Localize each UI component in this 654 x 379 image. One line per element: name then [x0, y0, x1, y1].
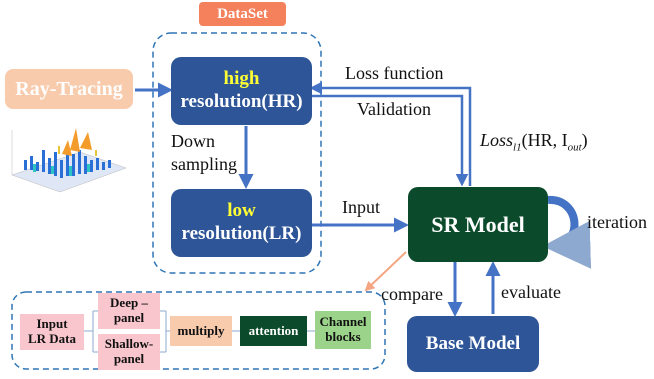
shallow-panel-box: Shallow- panel	[98, 334, 160, 370]
high-resolution-box: high resolution(HR)	[171, 57, 312, 125]
input-label: Input	[342, 197, 380, 217]
low-resolution-label: resolution(LR)	[181, 223, 302, 244]
ray-tracing-box: Ray-Tracing	[5, 69, 133, 109]
dataset-container	[152, 32, 322, 274]
arrow-loss-function	[309, 81, 472, 186]
arrow-sr-to-pipeline	[364, 251, 407, 292]
compare-label: compare	[381, 284, 443, 304]
evaluate-label: evaluate	[501, 282, 561, 302]
surface-plot-image	[5, 118, 133, 198]
pipeline-container	[11, 291, 386, 370]
loss-function-label: Loss function	[345, 63, 444, 83]
dataset-title: DataSet	[199, 2, 286, 26]
input-lr-data-box: Input LR Data	[20, 314, 84, 350]
sr-model-label: SR Model	[431, 211, 525, 237]
loss-formula-label: Lossl1(HR, Iout)	[480, 130, 588, 154]
sr-model-box: SR Model	[408, 187, 548, 262]
multiply-box: multiply	[170, 316, 232, 346]
base-model-box: Base Model	[407, 316, 539, 372]
low-resolution-box: low resolution(LR)	[171, 189, 312, 257]
base-model-label: Base Model	[425, 333, 521, 354]
attention-box: attention	[240, 316, 307, 346]
validation-label: Validation	[357, 99, 431, 119]
dataset-title-text: DataSet	[217, 5, 268, 22]
arrow-validation	[312, 94, 469, 187]
high-resolution-label: resolution(HR)	[180, 91, 303, 112]
down-sampling-label: Down sampling	[171, 131, 237, 174]
arrow-iteration	[542, 196, 592, 269]
high-label: high	[223, 68, 260, 90]
ray-tracing-label: Ray-Tracing	[15, 77, 123, 100]
deep-panel-box: Deep – panel	[98, 293, 160, 329]
low-label: low	[227, 200, 256, 222]
iteration-label: iteration	[587, 212, 647, 232]
channel-blocks-box: Channel blocks	[315, 311, 371, 349]
